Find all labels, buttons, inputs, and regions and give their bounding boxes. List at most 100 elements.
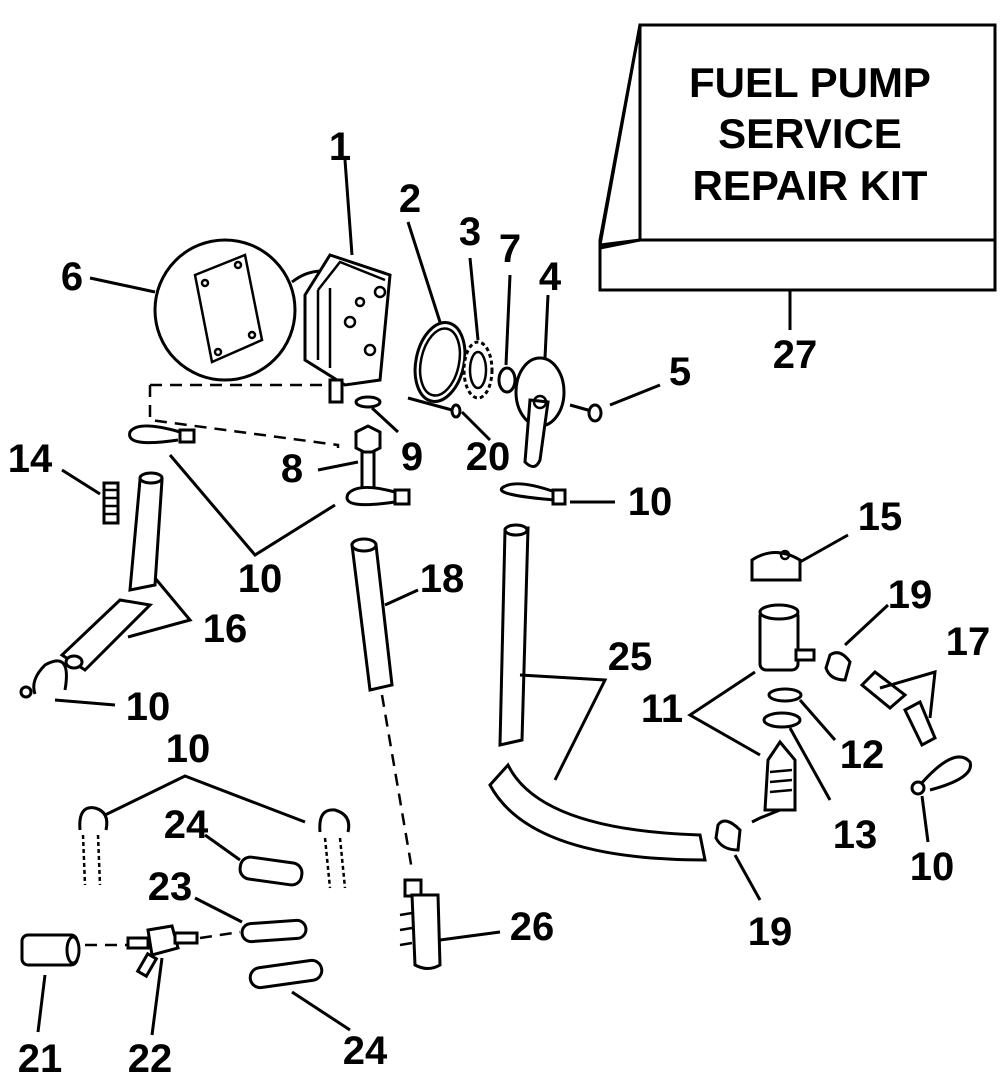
callout-4: 4 — [539, 255, 562, 299]
callout-20: 20 — [466, 435, 511, 479]
callout-13: 13 — [833, 813, 878, 857]
callout-10-lower-left: 10 — [126, 685, 171, 729]
dashed-connection — [148, 385, 340, 448]
leader-25 — [519, 673, 608, 781]
clamp-bottom-left — [78, 806, 109, 886]
clamp-mid-right — [499, 482, 615, 506]
leader-12 — [798, 699, 837, 741]
callout-18: 18 — [420, 557, 465, 601]
callout-27: 27 — [773, 333, 818, 377]
callout-3: 3 — [459, 210, 481, 254]
callout-2: 2 — [399, 177, 421, 221]
callout-12: 12 — [840, 733, 885, 777]
kit-title-line-1: FUEL PUMP — [689, 59, 931, 106]
connector-19-upper — [824, 603, 890, 682]
o-ring-12 — [767, 687, 837, 741]
connector-21 — [20, 933, 81, 1033]
leader-24b — [291, 990, 351, 1032]
callout-5: 5 — [669, 350, 691, 394]
pump-cover — [514, 294, 566, 468]
o-ring — [497, 274, 517, 394]
hose-23 — [194, 896, 308, 944]
leader-10c — [54, 698, 116, 707]
callout-24-upper: 24 — [164, 803, 209, 847]
hose-17 — [859, 669, 937, 748]
leader-5 — [609, 383, 661, 407]
dashed-connection-18 — [380, 694, 414, 871]
gasket-detail-circle — [89, 238, 331, 382]
filter-base-11 — [751, 739, 797, 824]
callout-10-bottom: 10 — [166, 727, 211, 771]
callout-22: 22 — [128, 1037, 173, 1081]
cover-screw — [569, 383, 661, 423]
leader-8 — [317, 460, 359, 472]
callout-9: 9 — [401, 435, 423, 479]
dashed-22-23 — [199, 930, 241, 940]
leader-2 — [406, 221, 442, 323]
kit-title-line-2: SERVICE — [718, 110, 902, 157]
long-screw — [407, 396, 492, 442]
callout-21: 21 — [18, 1037, 63, 1081]
callout-10-left: 10 — [238, 557, 283, 601]
spring — [61, 468, 120, 525]
hose-16-upper — [128, 471, 164, 592]
callout-1: 1 — [329, 125, 351, 169]
leader-19a — [843, 603, 890, 647]
callout-17: 17 — [946, 620, 991, 664]
kit-title-line-3: REPAIR KIT — [693, 162, 928, 209]
clamp-lower-left — [19, 659, 116, 707]
hose-16-lower — [59, 598, 154, 672]
hose-18 — [350, 537, 419, 692]
callout-16: 16 — [203, 607, 248, 651]
o-ring-13 — [762, 711, 832, 801]
callout-26: 26 — [510, 905, 555, 949]
washer — [354, 395, 400, 434]
callout-19-lower: 19 — [748, 910, 793, 954]
leader-14 — [61, 468, 101, 496]
leader-6 — [89, 276, 156, 294]
repair-kit-box: FUEL PUMP SERVICE REPAIR KIT — [598, 23, 997, 330]
leader-9 — [370, 406, 400, 434]
leader-24a — [204, 833, 241, 862]
leader-10d — [104, 774, 306, 824]
diaphragm — [462, 257, 494, 400]
leader-21 — [36, 974, 47, 1033]
connector-19-lower — [714, 819, 762, 901]
callout-6: 6 — [61, 255, 83, 299]
callout-25: 25 — [608, 635, 653, 679]
leader-23 — [194, 896, 243, 924]
clamp-right — [910, 755, 972, 843]
leader-10a — [168, 454, 336, 557]
leader-18 — [384, 588, 419, 607]
leader-16 — [127, 577, 193, 639]
leader-20 — [460, 410, 492, 442]
callout-11: 11 — [641, 687, 683, 731]
callout-15: 15 — [858, 495, 903, 539]
leader-15 — [799, 533, 849, 564]
hose-25 — [488, 523, 707, 862]
clamp-center — [345, 486, 411, 507]
callout-8: 8 — [281, 447, 303, 491]
fitting — [317, 424, 382, 496]
callout-7: 7 — [499, 227, 521, 271]
diaphragm-gasket — [406, 221, 467, 403]
leader-10e — [920, 795, 930, 843]
leader-26 — [439, 930, 501, 942]
leader-1 — [343, 159, 354, 256]
callout-23: 23 — [148, 865, 193, 909]
leader-7 — [504, 274, 512, 366]
callout-24-lower: 24 — [343, 1029, 388, 1073]
leader-11 — [687, 670, 761, 757]
leader-17 — [879, 669, 937, 719]
leader-13 — [788, 727, 832, 801]
leader-19b — [733, 854, 762, 901]
hose-24-upper — [204, 833, 304, 887]
leader-22 — [150, 957, 164, 1036]
filter-clip-15 — [750, 533, 849, 582]
leader-3 — [468, 257, 480, 341]
tee-fitting-22 — [126, 924, 199, 1036]
callout-19-upper: 19 — [888, 573, 933, 617]
filter-housing-11 — [758, 603, 816, 672]
callout-14: 14 — [8, 437, 53, 481]
